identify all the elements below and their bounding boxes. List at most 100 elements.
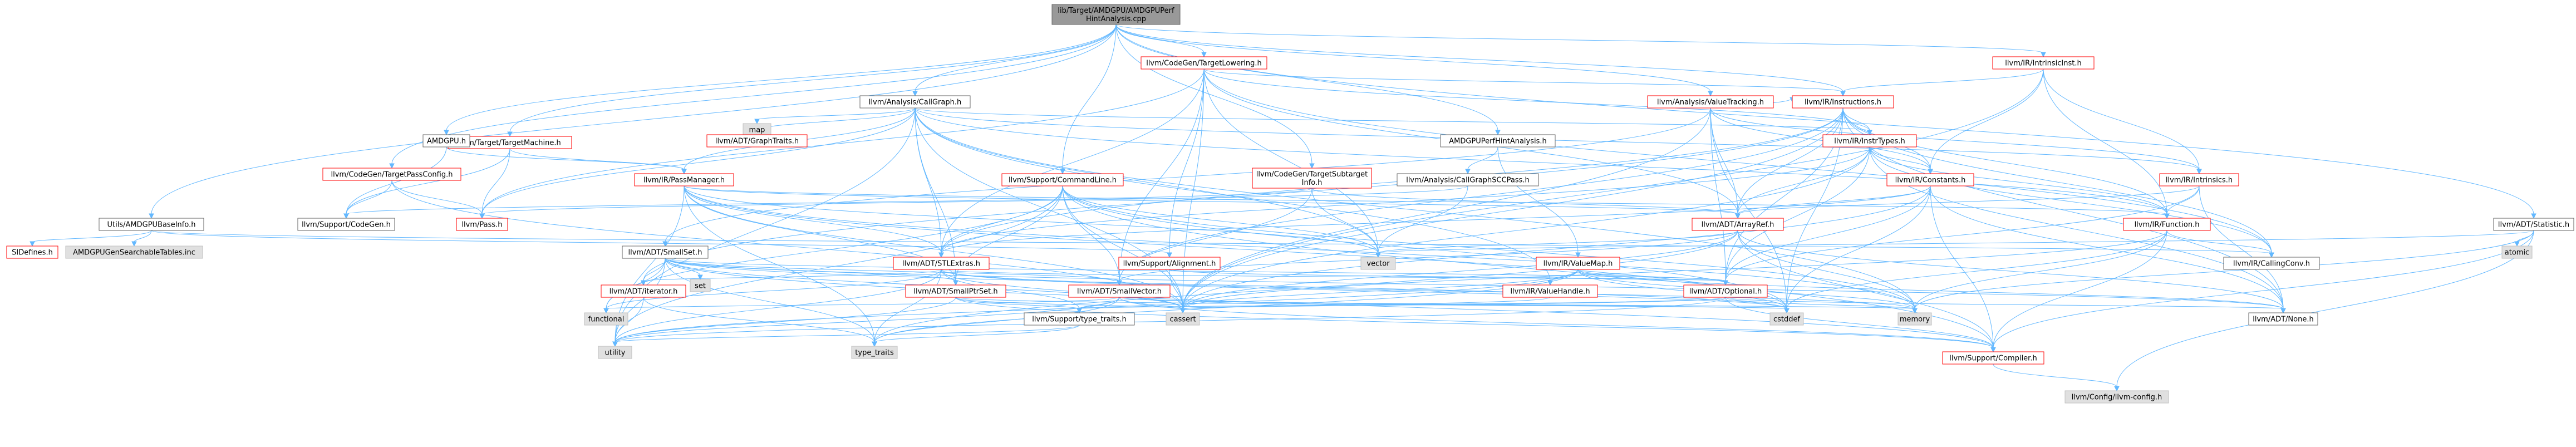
node-set: set <box>690 279 711 292</box>
node-cscc[interactable]: llvm/Analysis/CallGraphSCCPass.h <box>1397 173 1539 186</box>
node-alignment[interactable]: llvm/Support/Alignment.h <box>1118 257 1221 270</box>
edge-typetraits_s-to-type_traits <box>872 325 1080 347</box>
node-statistic[interactable]: llvm/ADT/Statistic.h <box>2493 218 2574 231</box>
node-amdgpu[interactable]: AMDGPU.h <box>422 134 470 148</box>
node-label: llvm/ADT/Statistic.h <box>2498 221 2569 229</box>
edge-optional-to-cassert <box>1180 297 1726 314</box>
edge-smallvector-to-functional <box>603 297 1120 314</box>
node-none[interactable]: llvm/ADT/None.h <box>2248 312 2318 326</box>
node-label: AMDGPUGenSearchableTables.inc <box>73 249 195 257</box>
node-label: llvm/ADT/ArrayRef.h <box>1702 221 1774 229</box>
node-constants[interactable]: llvm/IR/Constants.h <box>1886 173 1974 186</box>
node-label: cassert <box>1169 316 1196 324</box>
node-tpc[interactable]: llvm/CodeGen/TargetPassConfig.h <box>322 168 461 181</box>
node-box <box>1024 312 1135 326</box>
node-label: llvm/CodeGen/TargetSubtarget <box>1256 170 1368 179</box>
node-intrinsics[interactable]: llvm/IR/Intrinsics.h <box>2159 173 2239 186</box>
node-box <box>6 245 58 259</box>
edge-function-to-callingconv <box>2166 230 2274 258</box>
edge-instrtypes-to-none <box>1869 146 2286 314</box>
node-box <box>422 134 470 148</box>
edge-compiler-to-llvmconfig <box>1993 364 2120 392</box>
node-label: llvm/IR/Function.h <box>2135 221 2200 229</box>
node-box <box>456 218 508 231</box>
edge-instrtypes-to-constants <box>1869 146 1933 175</box>
edge-callgraph-to-instrtypes <box>915 107 1872 136</box>
node-cstddef: cstddef <box>1769 312 1804 326</box>
node-instructions[interactable]: llvm/IR/Instructions.h <box>1792 95 1894 109</box>
edge-root-to-tl <box>1115 24 1207 58</box>
node-label: map <box>749 126 765 135</box>
edge-tl-to-pass <box>479 68 1205 219</box>
edge-baseinfo-to-callingconv <box>151 230 2274 258</box>
node-label: llvm/Support/type_traits.h <box>1032 316 1127 324</box>
node-iterator[interactable]: llvm/ADT/iterator.h <box>601 284 686 298</box>
edge-root-to-baseinfo <box>149 24 1117 219</box>
node-passmanager[interactable]: llvm/IR/PassManager.h <box>634 173 734 186</box>
node-type_traits: type_traits <box>851 346 898 359</box>
node-sidefines[interactable]: SIDefines.h <box>6 245 58 259</box>
node-targetmachine[interactable]: llvm/Target/TargetMachine.h <box>448 136 572 149</box>
node-functional: functional <box>584 312 628 326</box>
node-label: lib/Target/AMDGPU/AMDGPUPerf <box>1058 7 1174 15</box>
node-box <box>859 95 971 109</box>
node-pass[interactable]: llvm/Pass.h <box>456 218 508 231</box>
node-box <box>1252 168 1372 189</box>
node-label: HintAnalysis.cpp <box>1086 15 1146 23</box>
edge-callgraph-to-function <box>915 107 2170 219</box>
node-box <box>2223 257 2320 270</box>
node-searchable: AMDGPUGenSearchableTables.inc <box>65 245 203 259</box>
edge-root-to-callgraph <box>912 24 1117 97</box>
node-optional[interactable]: llvm/ADT/Optional.h <box>1683 284 1768 298</box>
node-box <box>1440 134 1556 148</box>
node-valuetracking[interactable]: llvm/Analysis/ValueTracking.h <box>1647 95 1774 109</box>
node-box <box>601 284 686 298</box>
edge-arrayref-to-vector <box>1375 230 1738 258</box>
edge-baseinfo-to-alignment <box>151 230 1172 258</box>
edge-function-to-cstddef <box>1784 230 2167 314</box>
node-tl[interactable]: llvm/CodeGen/TargetLowering.h <box>1140 56 1267 70</box>
edge-callgraph-to-map <box>754 107 916 125</box>
node-typetraits_s[interactable]: llvm/Support/type_traits.h <box>1024 312 1135 326</box>
node-callgraph[interactable]: llvm/Analysis/CallGraph.h <box>859 95 971 109</box>
node-supportcodegen[interactable]: llvm/Support/CodeGen.h <box>297 218 395 231</box>
node-box <box>851 346 898 359</box>
edge-passmanager-to-cstddef <box>684 185 1790 314</box>
node-valuehandle[interactable]: llvm/IR/ValueHandle.h <box>1502 284 1598 298</box>
node-box <box>584 312 628 326</box>
edge-amdgpu-to-passmanager <box>446 146 687 175</box>
node-graphtraits[interactable]: llvm/ADT/GraphTraits.h <box>706 134 808 148</box>
node-smallset[interactable]: llvm/ADT/SmallSet.h <box>622 245 709 259</box>
node-box <box>1068 284 1171 298</box>
node-compiler[interactable]: llvm/Support/Compiler.h <box>1942 351 2044 365</box>
node-label: llvm/Support/CodeGen.h <box>302 221 391 229</box>
node-box <box>1992 56 2095 70</box>
edge-callgraph-to-graphtraits <box>754 107 916 136</box>
node-stlextras[interactable]: llvm/ADT/STLExtras.h <box>893 257 990 270</box>
node-valuemap[interactable]: llvm/IR/ValueMap.h <box>1536 257 1620 270</box>
node-label: llvm/IR/ValueHandle.h <box>1510 288 1590 296</box>
node-smallptrset[interactable]: llvm/ADT/SmallPtrSet.h <box>905 284 1006 298</box>
node-perfhint[interactable]: AMDGPUPerfHintAnalysis.h <box>1440 134 1556 148</box>
node-function[interactable]: llvm/IR/Function.h <box>2123 218 2211 231</box>
edge-optional-to-memory <box>1725 297 1918 314</box>
node-baseinfo[interactable]: Utils/AMDGPUBaseInfo.h <box>99 218 204 231</box>
node-smallvector[interactable]: llvm/ADT/SmallVector.h <box>1068 284 1171 298</box>
node-instrtypes[interactable]: llvm/IR/InstrTypes.h <box>1822 134 1917 148</box>
node-callingconv[interactable]: llvm/IR/CallingConv.h <box>2223 257 2320 270</box>
node-box <box>1502 284 1598 298</box>
edge-intrinsics-to-function <box>2164 185 2200 219</box>
graph-nodes: lib/Target/AMDGPU/AMDGPUPerfHintAnalysis… <box>6 4 2574 404</box>
node-label: memory <box>1900 316 1930 324</box>
node-box <box>2501 245 2533 259</box>
node-commandline[interactable]: llvm/Support/CommandLine.h <box>1001 173 1124 186</box>
node-intrinsicinst[interactable]: llvm/IR/IntrinsicInst.h <box>1992 56 2095 70</box>
node-box <box>322 168 461 181</box>
node-label: llvm/ADT/SmallSet.h <box>628 249 702 257</box>
node-arrayref[interactable]: llvm/ADT/ArrayRef.h <box>1692 218 1784 231</box>
node-label: llvm/IR/Instructions.h <box>1805 99 1881 107</box>
edge-perfhint-to-valuemap <box>1497 146 1581 258</box>
node-label: llvm/IR/ValueMap.h <box>1543 260 1613 268</box>
